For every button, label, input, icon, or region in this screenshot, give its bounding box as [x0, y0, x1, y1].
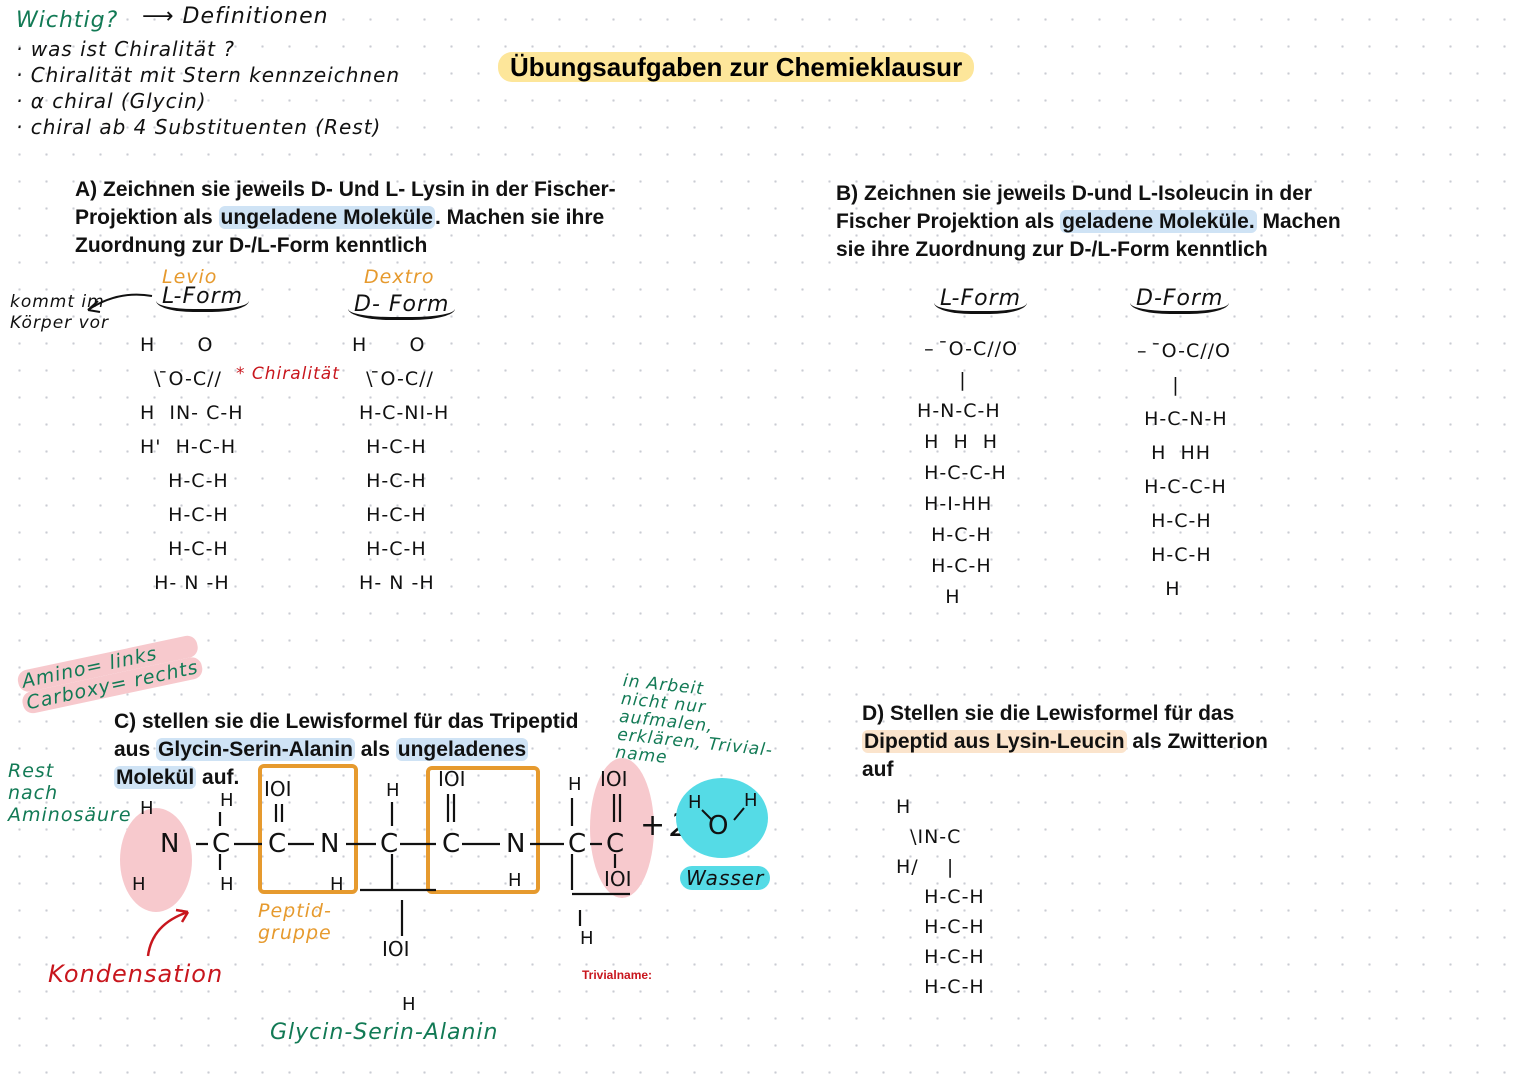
l-form-label: L-Form [156, 284, 250, 312]
d-form-label: D- Form [348, 292, 456, 320]
isoleucine-l-form-label: L-Form [934, 286, 1028, 314]
d-isoleucine-structure: – ̄O-C//O | H-C-N-H H HH H-C-C-H H-C-H H… [1137, 340, 1231, 600]
water-label: Wasser [680, 866, 771, 890]
svg-text:H: H [386, 780, 400, 801]
side-note-body: kommt im Körper vor [10, 292, 110, 333]
l-isoleucine-structure: – ̄O-C//O | H-N-C-H H H H H-C-C-H H-I-HH… [917, 338, 1019, 608]
l-lysine-structure: H O \ ̄O-C// H IN- C-H H' H-C-H H-C-H H-… [140, 334, 244, 594]
notes-list: · was ist Chiralität ? · Chiralität mit … [16, 36, 400, 140]
svg-text:H: H [744, 790, 758, 811]
svg-text:H: H [330, 874, 344, 895]
oxygen-1: IOI [264, 777, 292, 801]
page-title: Übungsaufgaben zur Chemieklausur [498, 52, 975, 83]
svg-text:H: H [402, 994, 416, 1015]
tripeptide-name: Glycin-Serin-Alanin [270, 1020, 499, 1045]
condensation-label: Kondensation [48, 960, 224, 988]
notes-item: · Chiralität mit Stern kennzeichnen [16, 63, 401, 87]
notes-item: · chiral ab 4 Substituenten (Rest) [16, 115, 382, 139]
condensation-arrow-icon [146, 908, 190, 957]
chirality-label: * Chiralität [236, 364, 340, 384]
svg-text:H: H [220, 874, 234, 895]
tripeptide-structure: N C C N C C N C C H H H H H H H H H H IO… [120, 758, 654, 1015]
peptide-group-box-2 [426, 766, 540, 894]
svg-text:H: H [508, 870, 522, 891]
d-form-sub: Dextro [364, 266, 435, 288]
svg-text:H: H [140, 798, 154, 819]
atom-n-1: N [160, 829, 179, 859]
notes-item: · α chiral (Glycin) [16, 89, 207, 113]
svg-text:H: H [688, 792, 702, 813]
atom-c-3: C [380, 829, 398, 859]
task-c-text: C) stellen sie die Lewisformel für das T… [114, 710, 579, 789]
oxygen-2: IOI [438, 767, 466, 791]
svg-text:H: H [132, 874, 146, 895]
serine-oh: IOI [382, 937, 410, 961]
task-b-text: B) Zeichnen sie jeweils D-und L-Isoleuci… [836, 182, 1341, 261]
svg-text:O: O [708, 811, 728, 841]
side-notes-amino: Amino= links Carboxy= rechts [16, 633, 205, 716]
plus-sign: + [640, 808, 667, 843]
amino-highlight [120, 808, 192, 912]
atom-c-6: C [606, 829, 624, 859]
svg-text:H: H [220, 790, 234, 811]
arrow-right-icon: ⟶ [142, 4, 183, 29]
dipeptide-structure: H \IN-C H/ | H-C-H H-C-H H-C-H H-C-H [896, 796, 985, 998]
atom-c-2: C [268, 829, 286, 859]
task-d-text: D) Stellen sie die Lewisformel für das D… [862, 702, 1268, 781]
isoleucine-d-form-label: D-Form [1130, 286, 1230, 314]
carboxy-highlight [590, 758, 654, 898]
task-a-text: A) Zeichnen sie jeweils D- Und L- Lysin … [75, 178, 616, 257]
oxygen-3: IOI [600, 767, 628, 791]
atom-c-1: C [212, 829, 230, 859]
d-lysine-structure: H O \ ̄O-C// H-C-NI-H H-C-H H-C-H H-C-H … [352, 334, 450, 594]
notes-arrow-label: ⟶ Definitionen [142, 4, 329, 29]
arrow-to-l-form-icon [87, 293, 153, 313]
l-form-sub: Levio [162, 266, 218, 288]
peptide-group-box-1 [258, 764, 358, 894]
atom-c-4: C [442, 829, 460, 859]
trivial-name-label: Trivialname: [582, 968, 653, 982]
svg-text:H: H [568, 774, 582, 795]
notes-header: Wichtig? [16, 8, 119, 33]
side-notes-rest: Rest nach Aminosäure [8, 760, 132, 826]
atom-c-5: C [568, 829, 586, 859]
atom-n-2: N [320, 829, 339, 859]
atom-n-3: N [506, 829, 525, 859]
notes-item: · was ist Chiralität ? [16, 37, 235, 61]
peptide-group-label: Peptid- gruppe [258, 900, 332, 944]
svg-text:H: H [580, 928, 594, 949]
water-molecule: O H H [676, 778, 768, 858]
carboxy-oh: IOI [604, 867, 632, 891]
